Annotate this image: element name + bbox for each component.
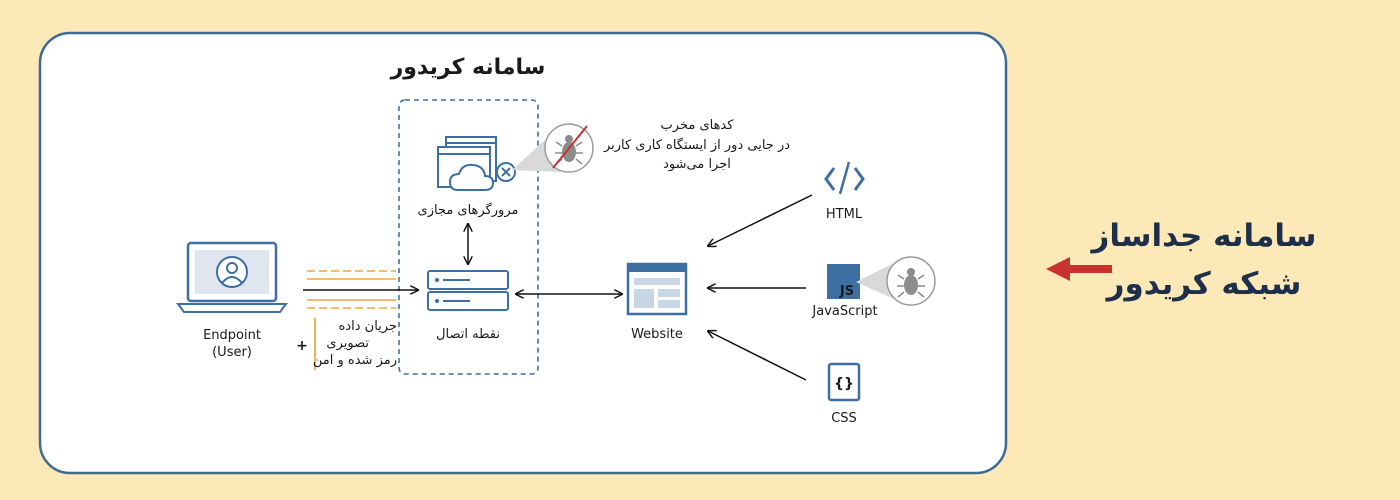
endpoint-label-line-1: Endpoint: [203, 328, 261, 343]
system-title: سامانه کریدور: [390, 55, 546, 80]
css-to-website-arrow: [708, 331, 807, 381]
data-stream-line-2: تصویری: [326, 336, 369, 351]
malware-bug-icon: [886, 256, 936, 306]
virtual-browsers-label: مرورگرهای مجازی: [418, 202, 519, 218]
side-title-line-2: شبکه کریدور: [1106, 266, 1302, 302]
user-icon: [216, 256, 248, 288]
blocked-bug-icon: [544, 123, 594, 173]
css-label: CSS: [831, 411, 857, 426]
css-file-icon: {}: [827, 362, 861, 402]
side-title: سامانه جداساز شبکه کریدور: [1074, 212, 1334, 308]
html-label: HTML: [826, 207, 863, 222]
html-to-website-arrow: [708, 194, 813, 246]
js-bug-callout: [856, 262, 896, 300]
svg-text:{}: {}: [834, 376, 854, 392]
virtual-browser-icon: [437, 136, 516, 191]
isolation-zone: [398, 99, 539, 375]
side-title-line-1: سامانه جداساز: [1091, 218, 1317, 254]
data-stream-line-3: رمز شده و امن: [313, 353, 397, 368]
website-label: Website: [631, 327, 683, 342]
system-panel: [38, 31, 1008, 475]
endpoint-label-line-2: (User): [212, 345, 252, 360]
js-badge: JS: [839, 284, 854, 299]
connection-point-label: نقطه اتصال: [436, 327, 500, 342]
data-stream-lines: [307, 270, 396, 309]
data-stream-line-1: جریان داده: [339, 319, 397, 334]
javascript-label: JavaScript: [811, 304, 877, 319]
connection-point-icon: [427, 270, 509, 311]
html-code-icon: [824, 161, 865, 195]
website-icon: [626, 262, 688, 316]
malicious-note-line-3: اجرا می‌شود: [663, 157, 731, 172]
javascript-icon: [827, 264, 860, 299]
plus-sign: +: [296, 338, 308, 354]
malicious-note-line-1: کدهای مخرب: [661, 118, 735, 133]
malicious-note-line-2: در جایی دور از ایستگاه کاری کاربر: [603, 137, 790, 153]
red-arrow-icon: [1046, 257, 1112, 281]
